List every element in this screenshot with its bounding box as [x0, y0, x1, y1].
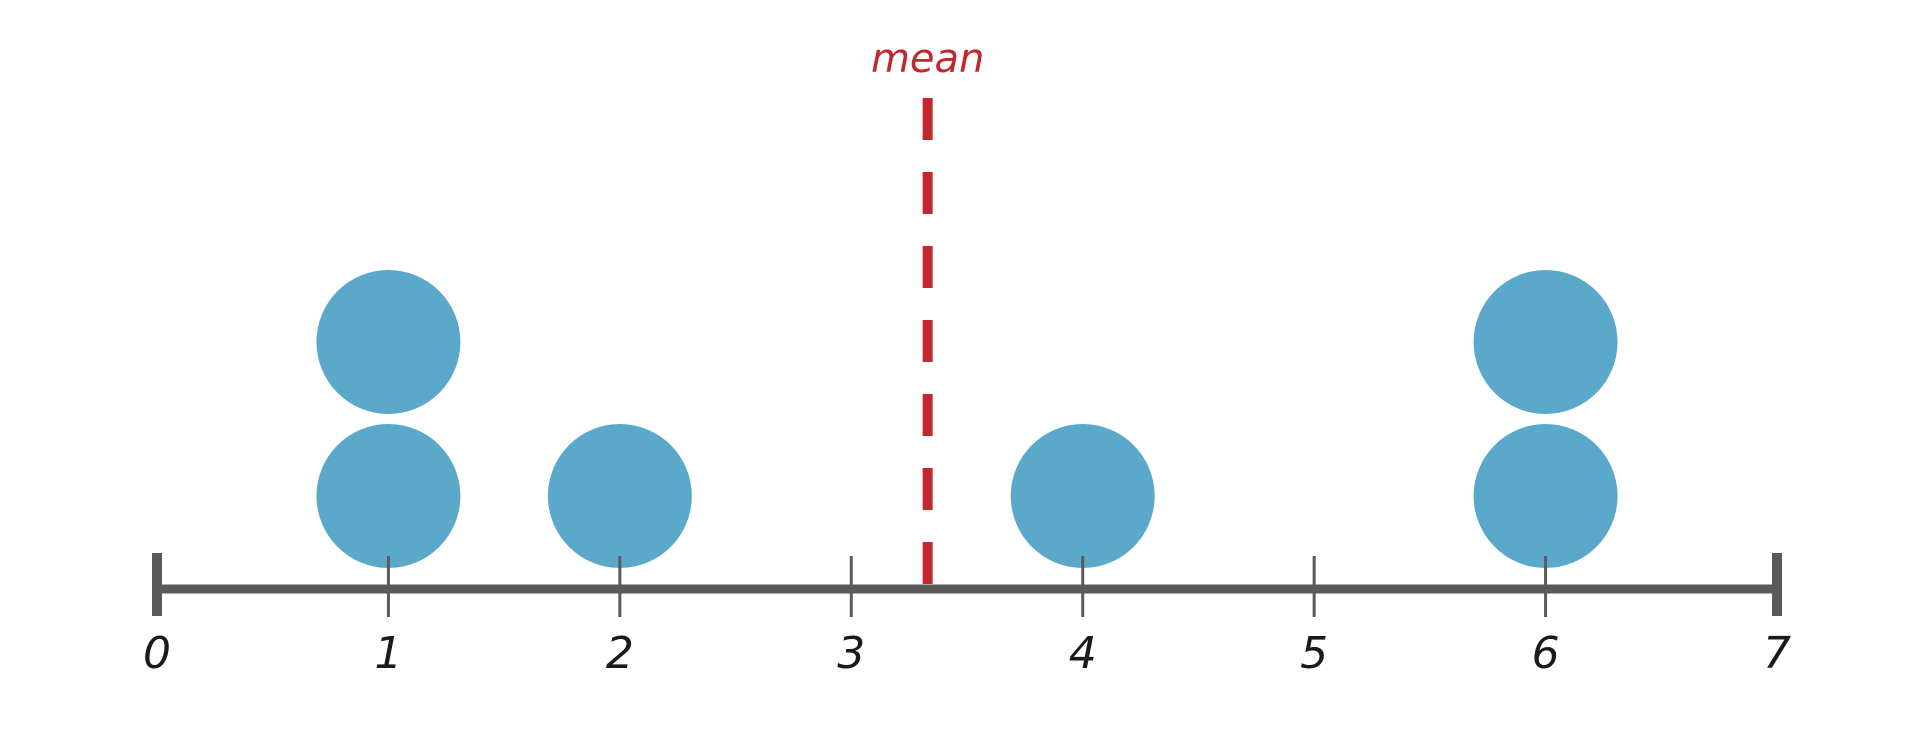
data-dot-x4-1: [1010, 424, 1155, 568]
tick-label-7: 7: [1763, 628, 1791, 679]
tick-label-2: 2: [606, 628, 634, 679]
mean-label: mean: [871, 36, 984, 82]
tick-label-1: 1: [374, 628, 402, 679]
tick-label-5: 5: [1300, 628, 1328, 679]
data-dot-x1-1: [316, 424, 461, 568]
number-line-axis: 0 1 2 3 4 5 6 7: [143, 553, 1791, 679]
tick-label-4: 4: [1069, 628, 1097, 679]
mean-marker: mean: [871, 36, 984, 585]
tick-label-6: 6: [1532, 628, 1560, 679]
data-dot-x2-1: [547, 424, 692, 568]
data-dots: [316, 270, 1618, 568]
tick-label-3: 3: [837, 628, 865, 679]
data-dot-x6-1: [1473, 424, 1618, 568]
tick-label-0: 0: [143, 628, 171, 679]
data-dot-x6-2: [1473, 270, 1618, 414]
data-dot-x1-2: [316, 270, 461, 414]
